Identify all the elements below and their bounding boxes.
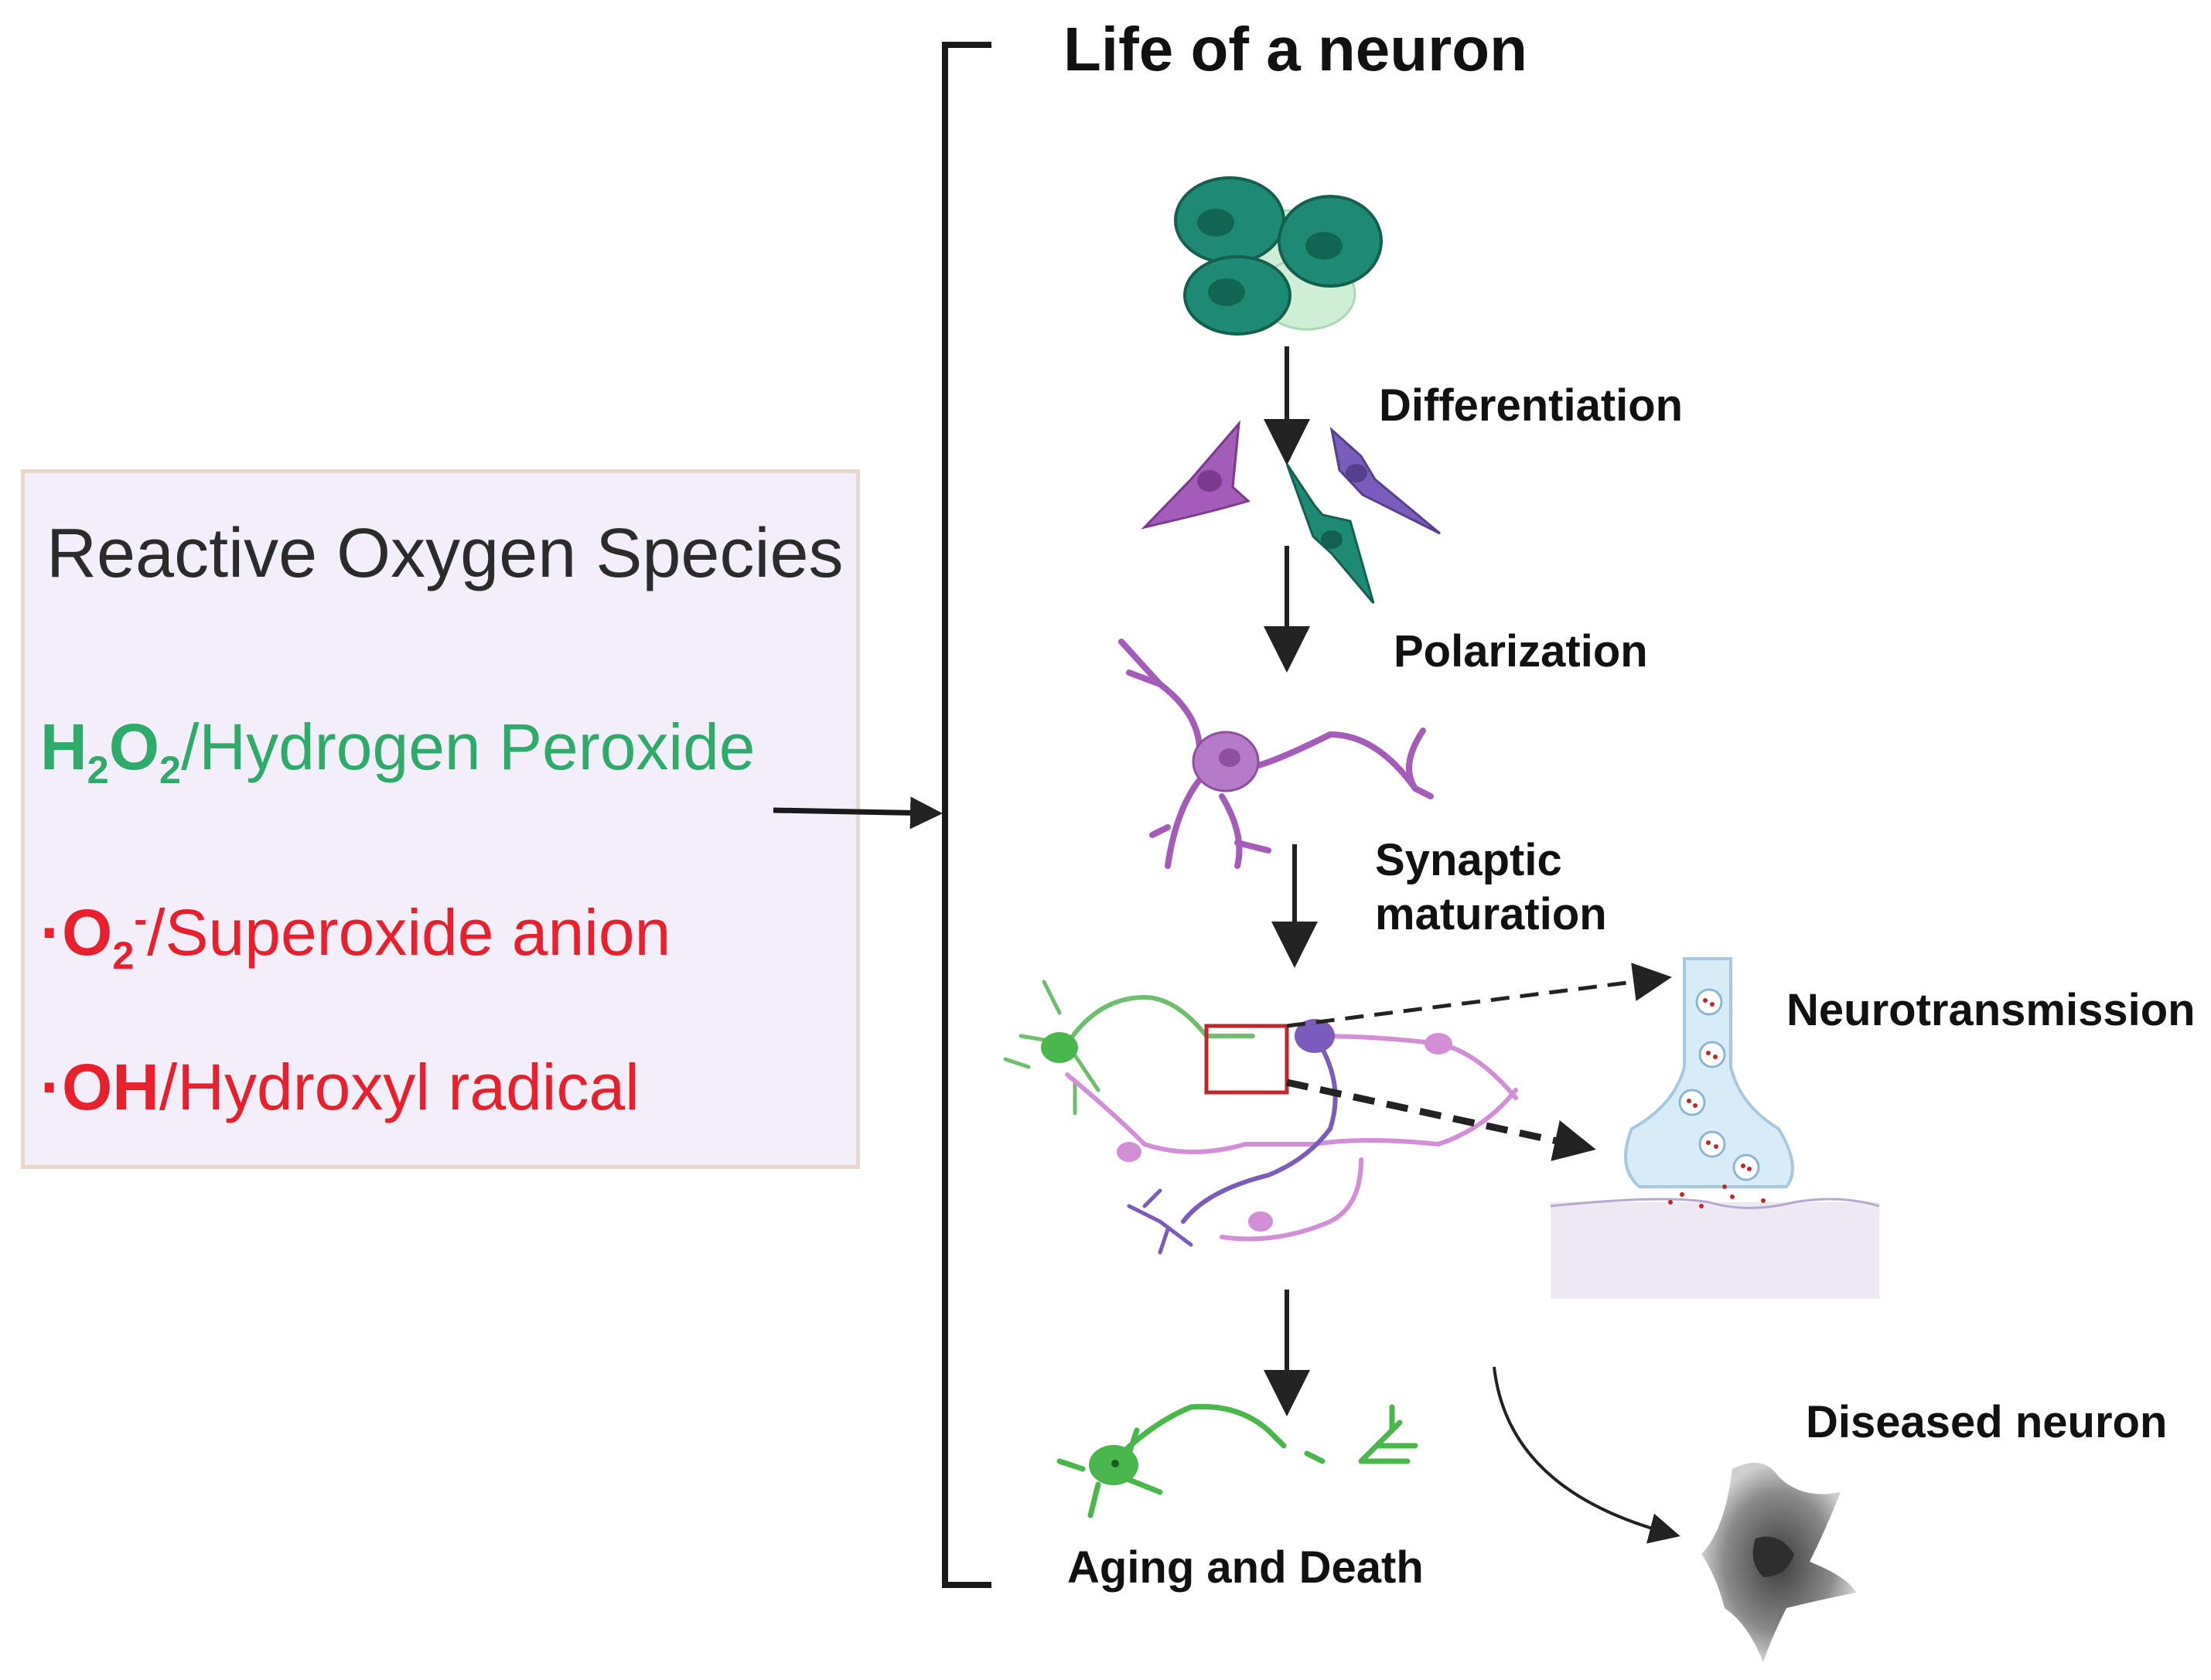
ros-box	[21, 469, 860, 1169]
ros-item-hydroxyl-radical: ·OH/Hydroxyl radical	[40, 1050, 640, 1125]
arrow-to-diseased	[1493, 1366, 1680, 1544]
ros-to-bracket-arrow	[773, 796, 943, 830]
synaptic-vesicle	[1698, 1041, 1726, 1068]
label-differentiation: Differentiation	[1379, 380, 1684, 431]
progenitor-cells-icon	[1141, 420, 1441, 604]
synapse-highlight-box	[1204, 1024, 1289, 1095]
label-maturation: maturation	[1375, 889, 1607, 939]
network-neuron-green-soma	[1041, 1032, 1078, 1063]
ros-name: /Hydroxyl radical	[159, 1051, 640, 1123]
label-neurotransmission: Neurotransmission	[1786, 985, 2196, 1035]
ros-item-hydrogen-peroxide: H2O2/Hydrogen Peroxide	[40, 710, 756, 792]
ros-formula: H2O2	[40, 711, 182, 792]
synaptic-vesicle	[1732, 1154, 1760, 1181]
ros-name: /Superoxide anion	[147, 896, 671, 969]
synapse-icon	[1550, 957, 1880, 1299]
synaptic-vesicle	[1695, 988, 1723, 1016]
label-synaptic: Synaptic	[1375, 835, 1562, 885]
ros-formula: ·OH	[40, 1051, 159, 1123]
label-polarization: Polarization	[1394, 626, 1648, 676]
stem-cells-icon	[1174, 176, 1383, 336]
polarized-neuron-icon	[1118, 639, 1434, 869]
dashed-arrow-upper	[1286, 963, 1672, 1028]
network-neuron-violet-soma	[1295, 1019, 1335, 1053]
ros-name: /Hydrogen Peroxide	[181, 711, 756, 783]
synaptic-vesicle	[1698, 1130, 1726, 1158]
ros-formula: ·O2-	[40, 896, 148, 977]
life-bracket	[942, 42, 991, 1588]
diagram-title: Life of a neuron	[1063, 15, 1527, 83]
synaptic-vesicle	[1678, 1089, 1706, 1116]
dashed-arrow-lower	[1286, 1079, 1596, 1161]
ros-heading: Reactive Oxygen Species	[46, 515, 844, 592]
label-aging-and-death: Aging and Death	[1067, 1542, 1424, 1593]
ros-item-superoxide-anion: ·O2-/Superoxide anion	[40, 895, 670, 978]
aging-neuron-icon	[1056, 1403, 1418, 1518]
label-diseased-neuron: Diseased neuron	[1806, 1397, 2168, 1447]
diseased-neuron-icon	[1701, 1463, 1856, 1662]
